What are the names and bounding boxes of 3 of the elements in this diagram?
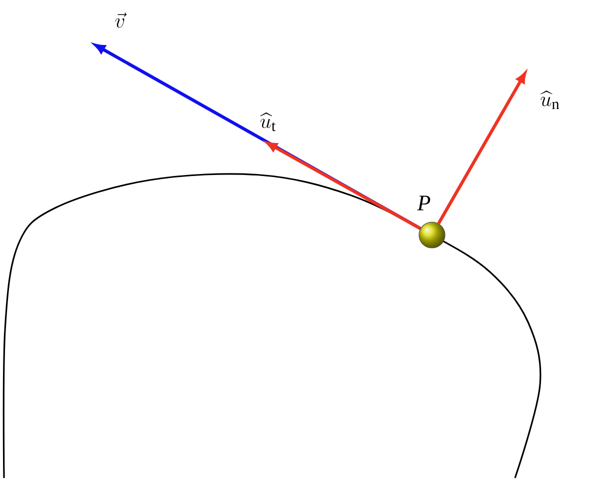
point-ball bbox=[418, 222, 446, 248]
vector-label: $\vec{v}$ bbox=[115, 12, 127, 28]
vector-label: $\widehat{u}_{\mathrm{n}}$ bbox=[540, 90, 560, 110]
